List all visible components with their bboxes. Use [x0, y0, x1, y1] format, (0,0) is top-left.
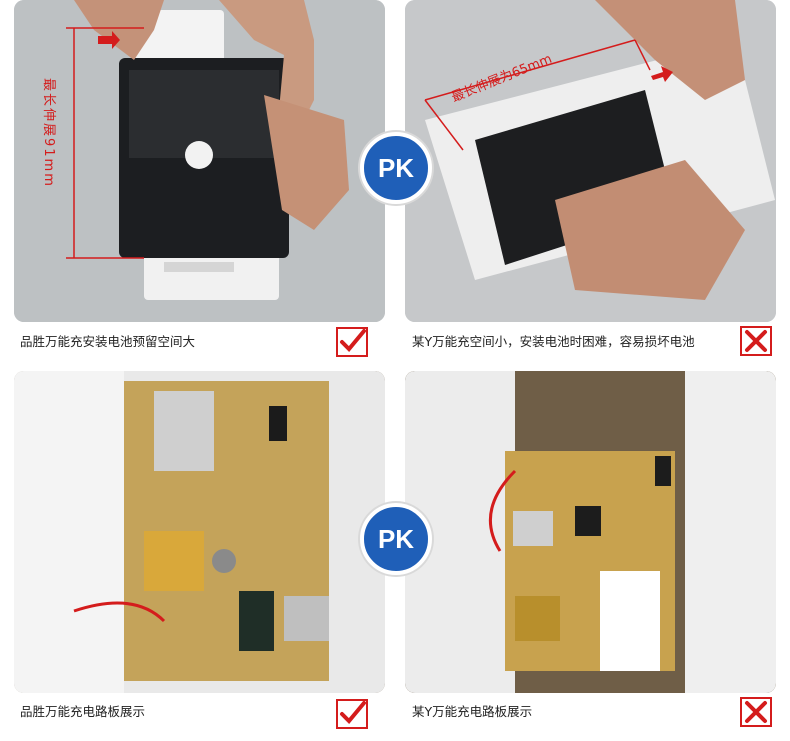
cross-mark-icon [740, 697, 772, 727]
photo-brand-y-battery [405, 0, 776, 322]
pk-badge-top: PK [360, 132, 432, 204]
pk-badge-bottom: PK [360, 503, 432, 575]
annotation-max-extension-pisen: 最长伸展91mm [41, 78, 56, 188]
photo-pisen-circuit-board [14, 371, 385, 693]
check-mark-icon [336, 699, 368, 729]
caption-pisen-battery-space: 品胜万能充安装电池预留空间大 [20, 334, 196, 349]
cross-mark-icon [740, 326, 772, 356]
check-mark-icon [336, 327, 368, 357]
caption-brand-y-circuit-board: 某Y万能充电路板展示 [412, 704, 533, 719]
caption-brand-y-battery-space: 某Y万能充空间小，安装电池时困难，容易损坏电池 [412, 334, 695, 349]
caption-pisen-circuit-board: 品胜万能充电路板展示 [20, 704, 146, 719]
photo-pisen-battery [14, 0, 385, 322]
photo-brand-y-circuit-board [405, 371, 776, 693]
